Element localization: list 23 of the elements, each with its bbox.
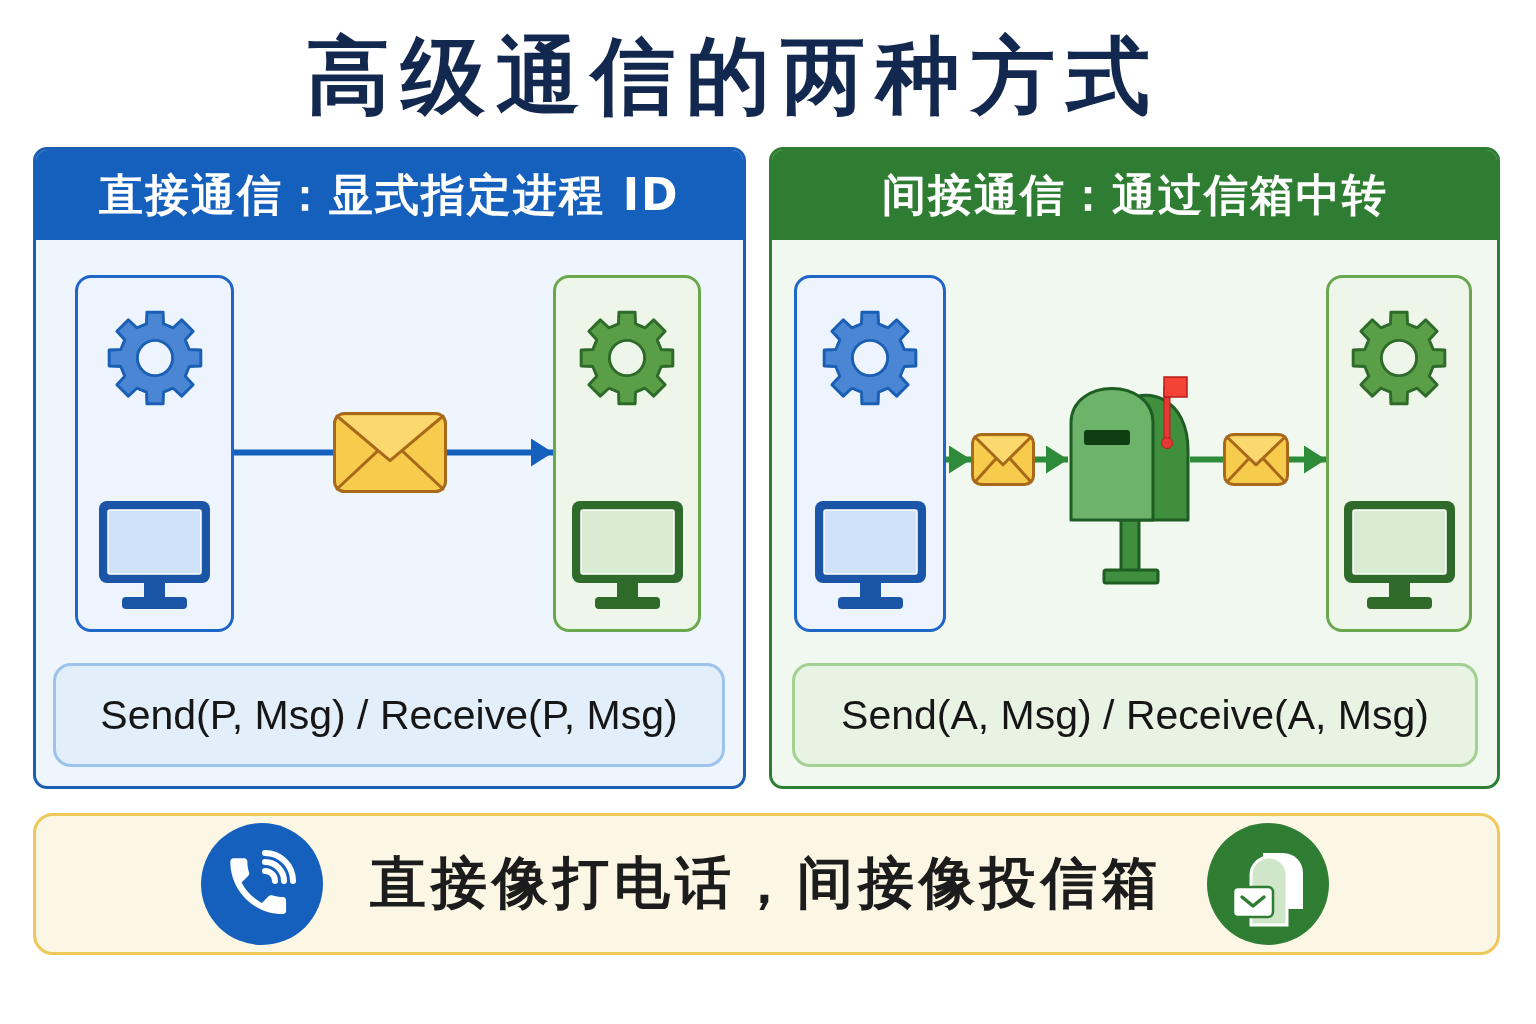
envelope-icon — [971, 433, 1035, 486]
arrow — [447, 441, 553, 464]
process-box — [1326, 275, 1472, 632]
process-box — [75, 275, 234, 632]
connector-line — [234, 449, 333, 456]
process-box — [794, 275, 946, 632]
title: 高级通信的两种方式 — [305, 27, 1161, 125]
summary-text: 直接像打电话，间接像投信箱 — [370, 849, 1163, 917]
envelope-icon — [333, 412, 447, 493]
communication-panel — [769, 147, 1500, 789]
process-box — [553, 275, 701, 632]
communication-panel — [33, 147, 746, 789]
panel-header: 直接通信：显式指定进程 ID — [36, 150, 743, 240]
envelope-icon — [1223, 433, 1289, 486]
panel-header: 间接通信：通过信箱中转 — [772, 150, 1497, 240]
formula-box: Send(A, Msg) / Receive(A, Msg) — [792, 663, 1478, 767]
mailbox-icon — [1068, 375, 1190, 585]
connector-line — [1190, 456, 1223, 463]
summary-banner — [33, 813, 1500, 955]
arrow — [1035, 448, 1068, 471]
arrow — [946, 448, 971, 471]
arrow — [1289, 448, 1326, 471]
formula-box: Send(P, Msg) / Receive(P, Msg) — [53, 663, 725, 767]
